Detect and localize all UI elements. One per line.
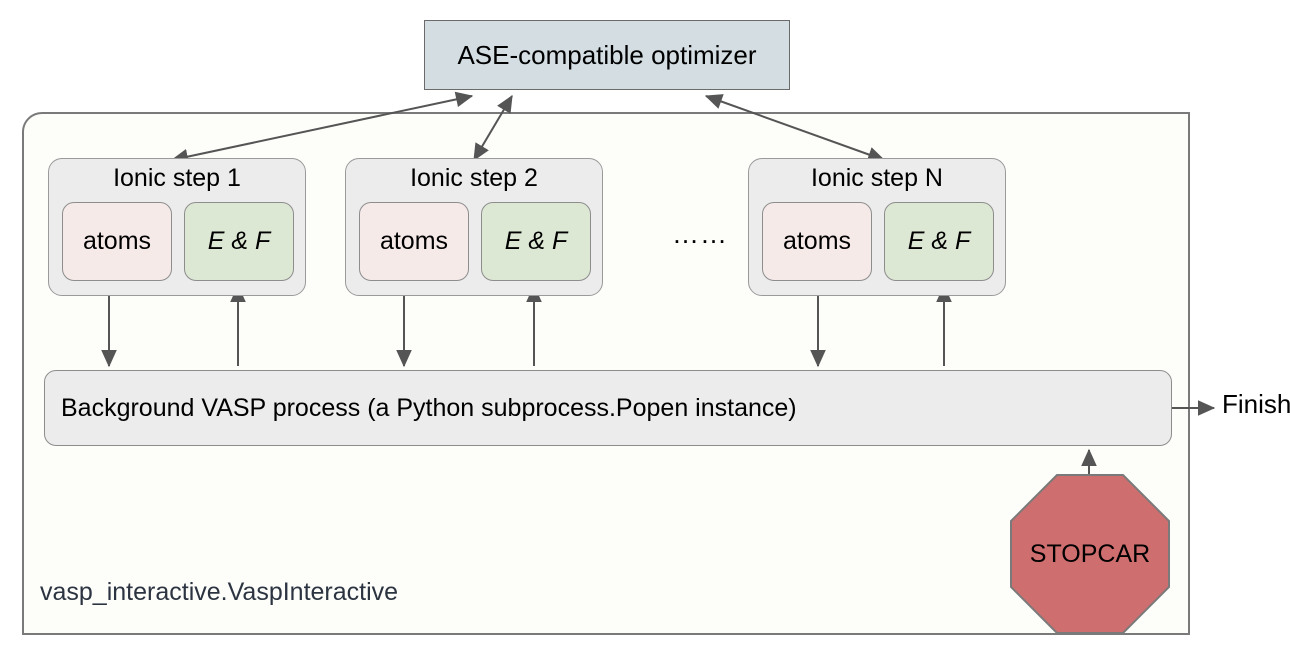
ase-optimizer-box[interactable]: ASE-compatible optimizer (424, 20, 790, 90)
ionic-step-2-ef-label: E & F (504, 227, 568, 255)
ionic-step-1-ef-label: E & F (207, 227, 271, 255)
ionic-step-1-atoms-box[interactable]: atoms (62, 202, 172, 281)
ionic-step-1-title: Ionic step 1 (113, 164, 241, 192)
background-vasp-process-label: Background VASP process (a Python subpro… (61, 393, 797, 422)
ionic-step-n-group[interactable]: Ionic step N atoms E & F (748, 158, 1006, 296)
ionic-step-2-atoms-box[interactable]: atoms (359, 202, 469, 281)
ase-optimizer-label: ASE-compatible optimizer (457, 39, 757, 70)
ionic-step-n-title: Ionic step N (810, 164, 943, 192)
steps-ellipsis: …… (672, 219, 728, 249)
ionic-step-n-ef-label: E & F (907, 227, 971, 255)
vaspinteractive-label: vasp_interactive.VaspInteractive (40, 578, 399, 606)
ionic-step-n-atoms-label: atoms (782, 227, 852, 255)
ionic-step-2-group[interactable]: Ionic step 2 atoms E & F (345, 158, 603, 296)
ionic-step-n-ef-box[interactable]: E & F (884, 202, 994, 281)
ionic-step-n-atoms-box[interactable]: atoms (762, 202, 872, 281)
ionic-step-1-ef-box[interactable]: E & F (184, 202, 294, 281)
ionic-step-2-title: Ionic step 2 (410, 164, 538, 192)
background-vasp-process-box[interactable]: Background VASP process (a Python subpro… (44, 370, 1172, 446)
finish-label: Finish (1222, 389, 1290, 419)
stopcar-octagon[interactable] (1010, 474, 1170, 634)
ionic-step-1-group[interactable]: Ionic step 1 atoms E & F (48, 158, 306, 296)
ionic-step-1-atoms-label: atoms (82, 227, 152, 255)
ionic-step-2-ef-box[interactable]: E & F (481, 202, 591, 281)
ionic-step-2-atoms-label: atoms (379, 227, 449, 255)
stopcar-shape (1010, 474, 1170, 634)
